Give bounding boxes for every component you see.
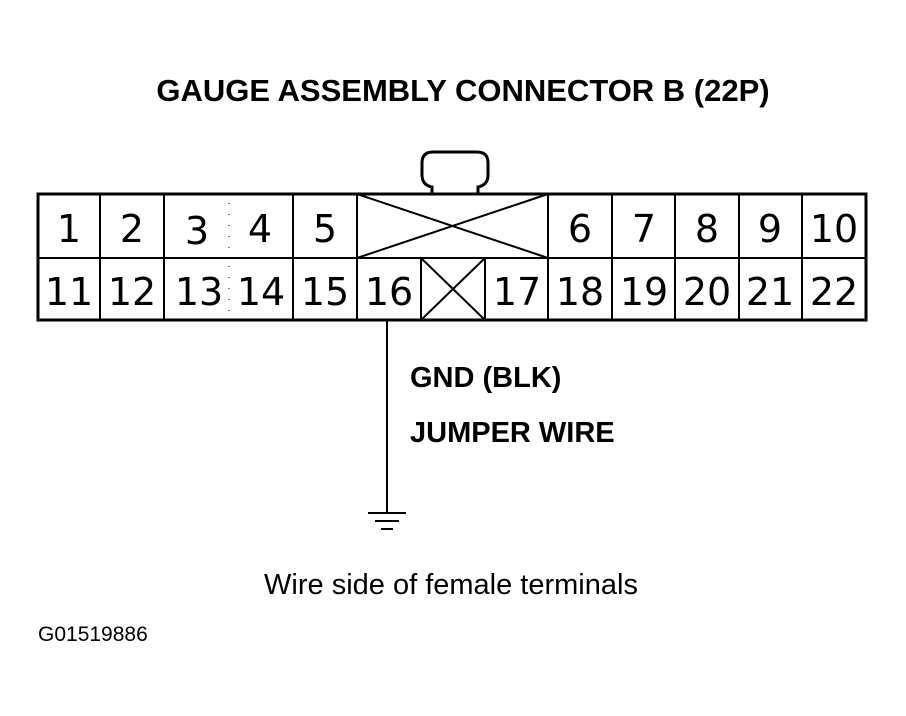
pin-18: 18 bbox=[556, 270, 604, 314]
empty-cavity-top bbox=[356, 193, 549, 259]
pin-14: 14 bbox=[237, 270, 285, 314]
diagram-title: GAUGE ASSEMBLY CONNECTOR B (22P) bbox=[156, 73, 769, 108]
pin-20: 20 bbox=[683, 270, 731, 314]
pin-2: 2 bbox=[120, 207, 144, 251]
pin-8: 8 bbox=[695, 207, 719, 251]
pin-19: 19 bbox=[620, 270, 668, 314]
pin-6: 6 bbox=[568, 207, 592, 251]
pin-17: 17 bbox=[493, 270, 541, 314]
pin-22: 22 bbox=[810, 270, 858, 314]
pin-10: 10 bbox=[810, 207, 858, 251]
figure-code: G01519886 bbox=[38, 623, 148, 646]
caption-text: Wire side of female terminals bbox=[264, 569, 638, 601]
ground-icon bbox=[368, 512, 406, 530]
pin-4: 4 bbox=[248, 207, 272, 251]
pin-7: 7 bbox=[632, 207, 656, 251]
empty-cavity-bottom bbox=[420, 257, 486, 321]
pin-5: 5 bbox=[313, 207, 337, 251]
pin-16: 16 bbox=[365, 270, 413, 314]
wire-label-jumper: JUMPER WIRE bbox=[410, 417, 615, 449]
bottom-row-separators bbox=[99, 258, 803, 320]
pin-21: 21 bbox=[746, 270, 794, 314]
connector-lock-tab bbox=[420, 150, 490, 194]
pin-9: 9 bbox=[758, 207, 782, 251]
top-row-separators bbox=[99, 194, 803, 258]
pin-15: 15 bbox=[301, 270, 349, 314]
pin-3: 3 bbox=[185, 209, 209, 253]
pin-11: 11 bbox=[45, 270, 93, 314]
pin-13: 13 bbox=[175, 270, 223, 314]
pin-1: 1 bbox=[57, 207, 81, 251]
pin-12: 12 bbox=[108, 270, 156, 314]
wire-label-gnd: GND (BLK) bbox=[410, 362, 561, 394]
